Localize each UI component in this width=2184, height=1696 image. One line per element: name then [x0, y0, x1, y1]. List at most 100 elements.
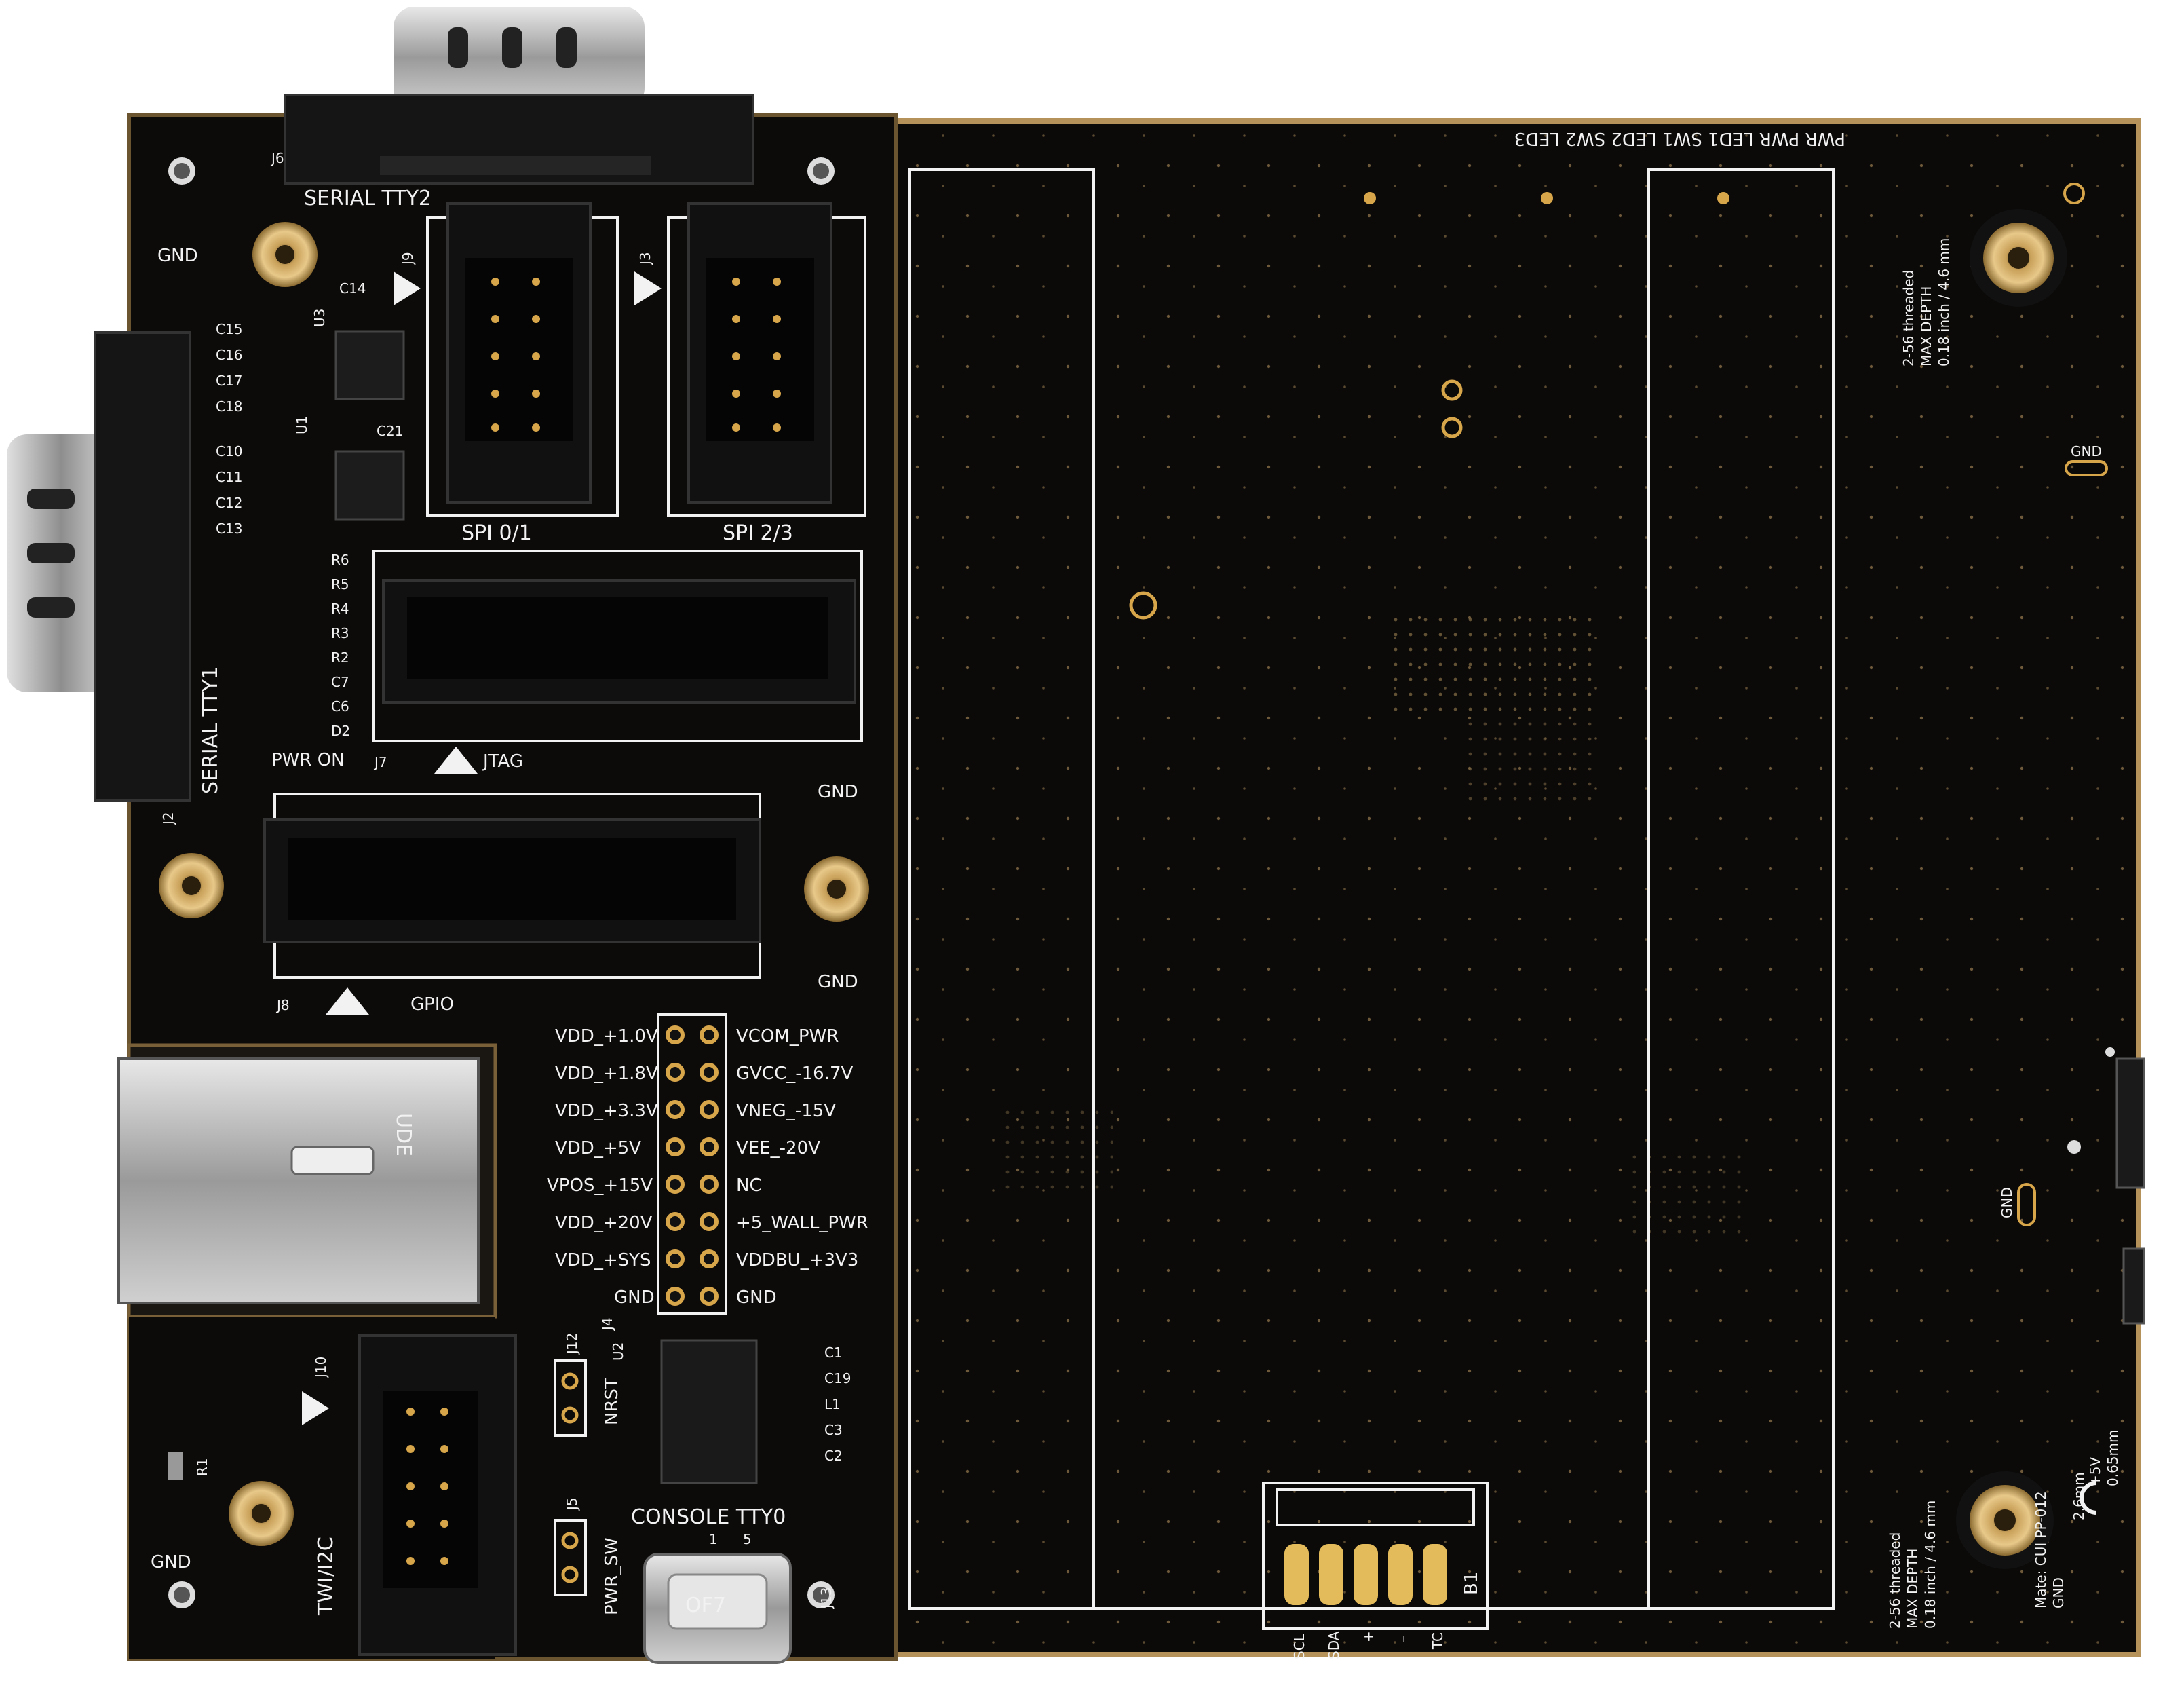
header-gpio: GPIO J8: [263, 793, 761, 1015]
header-twi-i2c: J10 TWI/I2C: [302, 1334, 517, 1656]
serial-tty1-label: SERIAL TTY1: [199, 666, 223, 794]
ic-u3: [334, 330, 405, 400]
standoff-1: [252, 222, 318, 287]
svg-text:L1: L1: [824, 1396, 841, 1412]
header-jtag: JTAG: [372, 550, 863, 774]
svg-text:C15: C15: [216, 321, 242, 337]
svg-text:VNEG_-15V: VNEG_-15V: [736, 1101, 836, 1121]
j10-label: J10: [313, 1357, 329, 1379]
cap-labels-left: C15 C16 C17 C18 C10 C11 C12 C13: [216, 321, 242, 537]
ic-u1: [334, 450, 405, 521]
j9-label: J9: [400, 252, 416, 266]
svg-text:GND: GND: [614, 1287, 655, 1308]
ic-u2: U2: [610, 1339, 758, 1484]
mount-note-bottom: 2-56 threaded MAX DEPTH 0.18 inch / 4.6 …: [1887, 1501, 1938, 1629]
svg-text:GVCC_-16.7V: GVCC_-16.7V: [736, 1063, 854, 1084]
svg-text:2.6mm: 2.6mm: [2071, 1472, 2087, 1520]
j6-label: J6: [270, 150, 284, 166]
header-spi01: J9 SPI 0/1: [394, 202, 619, 545]
svg-text:D2: D2: [331, 723, 350, 739]
svg-text:C2: C2: [824, 1448, 843, 1464]
mount-hole-top: [1970, 209, 2067, 307]
svg-text:C12: C12: [216, 495, 242, 511]
svg-text:C19: C19: [824, 1370, 851, 1387]
sd-card-slot: UDE: [117, 1057, 480, 1304]
c21-label: C21: [377, 423, 403, 439]
svg-text:J12: J12: [564, 1333, 580, 1355]
gnd-label-2: GND: [818, 782, 858, 802]
pwr-on-label: PWR ON: [271, 750, 345, 770]
pin-plus: +: [1360, 1631, 1377, 1642]
svg-text:2-56 threaded: 2-56 threaded: [1887, 1532, 1903, 1629]
svg-text:2-56 threaded: 2-56 threaded: [1900, 270, 1917, 366]
serial-tty2-label: SERIAL TTY2: [304, 187, 432, 210]
svg-text:R6: R6: [331, 552, 349, 568]
svg-text:NC: NC: [736, 1175, 762, 1196]
svg-text:+5_WALL_PWR: +5_WALL_PWR: [736, 1213, 868, 1233]
power-labels-left: VDD_+1.0V VDD_+1.8V VDD_+3.3V VDD_+5V VP…: [547, 1026, 658, 1308]
db9-serial-tty1: SERIAL TTY1 J2: [7, 331, 223, 826]
main-board: PWR PWR LED1 SW1 LED2 SW2 LED3 2-56 thre…: [879, 118, 2145, 1659]
svg-text:J5: J5: [564, 1497, 580, 1511]
svg-text:GND: GND: [2050, 1577, 2067, 1608]
bottom-header-b1: B1 SCL SDA + – TC: [1262, 1482, 1489, 1659]
svg-text:Mate: CUI PP-012: Mate: CUI PP-012: [2033, 1491, 2049, 1608]
svg-text:R5: R5: [331, 576, 349, 592]
svg-text:VPOS_+15V: VPOS_+15V: [547, 1175, 653, 1196]
header-spi23: J3 SPI 2/3: [634, 202, 866, 545]
j7-label: J7: [373, 754, 387, 770]
svg-text:C18: C18: [216, 398, 242, 415]
standoff-3: [804, 856, 869, 922]
svg-text:C13: C13: [216, 521, 242, 537]
svg-text:VDD_+5V: VDD_+5V: [555, 1138, 641, 1158]
svg-text:C1: C1: [824, 1344, 843, 1361]
spi01-label: SPI 0/1: [461, 521, 532, 545]
mount-note-top: 2-56 threaded MAX DEPTH 0.18 inch / 4.6 …: [1900, 238, 1952, 366]
small-part-labels: C1 C19 L1 C3 C2: [824, 1344, 851, 1464]
db9-serial-tty2: SERIAL TTY2 J6: [270, 7, 754, 210]
svg-text:MAX DEPTH: MAX DEPTH: [1904, 1549, 1921, 1629]
pwr-sw-label: PWR_SW: [602, 1537, 622, 1615]
svg-text:5: 5: [743, 1531, 752, 1547]
gnd-label-3: GND: [818, 972, 858, 992]
mount-hole-bottom: [1956, 1471, 2054, 1569]
svg-text:R2: R2: [331, 649, 349, 666]
resistor-labels: R6 R5 R4 R3 R2 C7 C6 D2: [331, 552, 350, 739]
gnd-pad-right-mid: GND: [1999, 1183, 2036, 1226]
u3-label: U3: [311, 309, 328, 327]
svg-text:C11: C11: [216, 469, 242, 485]
gpio-label: GPIO: [410, 994, 454, 1015]
u1-label: U1: [294, 416, 310, 434]
j13-label: J13: [818, 1587, 835, 1610]
pin-scl: SCL: [1291, 1633, 1307, 1659]
c14-label: C14: [339, 280, 366, 297]
svg-text:1: 1: [709, 1531, 718, 1547]
usb-mark-text: OF7: [685, 1594, 726, 1617]
spi23-label: SPI 2/3: [723, 521, 793, 545]
j4-label: J4: [599, 1317, 615, 1332]
svg-text:C6: C6: [331, 698, 349, 715]
j8-label: J8: [275, 997, 290, 1013]
svg-text:GND: GND: [736, 1287, 777, 1308]
power-labels-right: VCOM_PWR GVCC_-16.7V VNEG_-15V VEE_-20V …: [736, 1026, 868, 1308]
svg-text:GND: GND: [1999, 1187, 2015, 1218]
svg-text:VCOM_PWR: VCOM_PWR: [736, 1026, 839, 1047]
svg-text:0.18 inch / 4.6 mm: 0.18 inch / 4.6 mm: [1936, 238, 1952, 366]
twi-i2c-label: TWI/I2C: [314, 1537, 338, 1616]
b1-label: B1: [1461, 1572, 1482, 1595]
power-jack-note: Mate: CUI PP-012 GND 2.6mm: [2033, 1472, 2087, 1608]
pin-tc: TC: [1430, 1632, 1446, 1650]
nrst-label: NRST: [602, 1378, 622, 1425]
svg-text:VDD_+3.3V: VDD_+3.3V: [555, 1101, 658, 1121]
svg-text:C7: C7: [331, 674, 349, 690]
standoff-2: [159, 853, 224, 918]
svg-text:GND: GND: [2071, 443, 2102, 459]
svg-text:VDD_+20V: VDD_+20V: [555, 1213, 653, 1233]
sd-mark-text: UDE: [391, 1113, 415, 1156]
svg-text:VDD_+1.0V: VDD_+1.0V: [555, 1026, 658, 1047]
svg-text:VDD_+SYS: VDD_+SYS: [555, 1250, 651, 1270]
gnd-label-1: GND: [157, 246, 198, 266]
jumper-j12: J12 NRST: [554, 1333, 622, 1437]
pin-minus: –: [1395, 1636, 1411, 1642]
